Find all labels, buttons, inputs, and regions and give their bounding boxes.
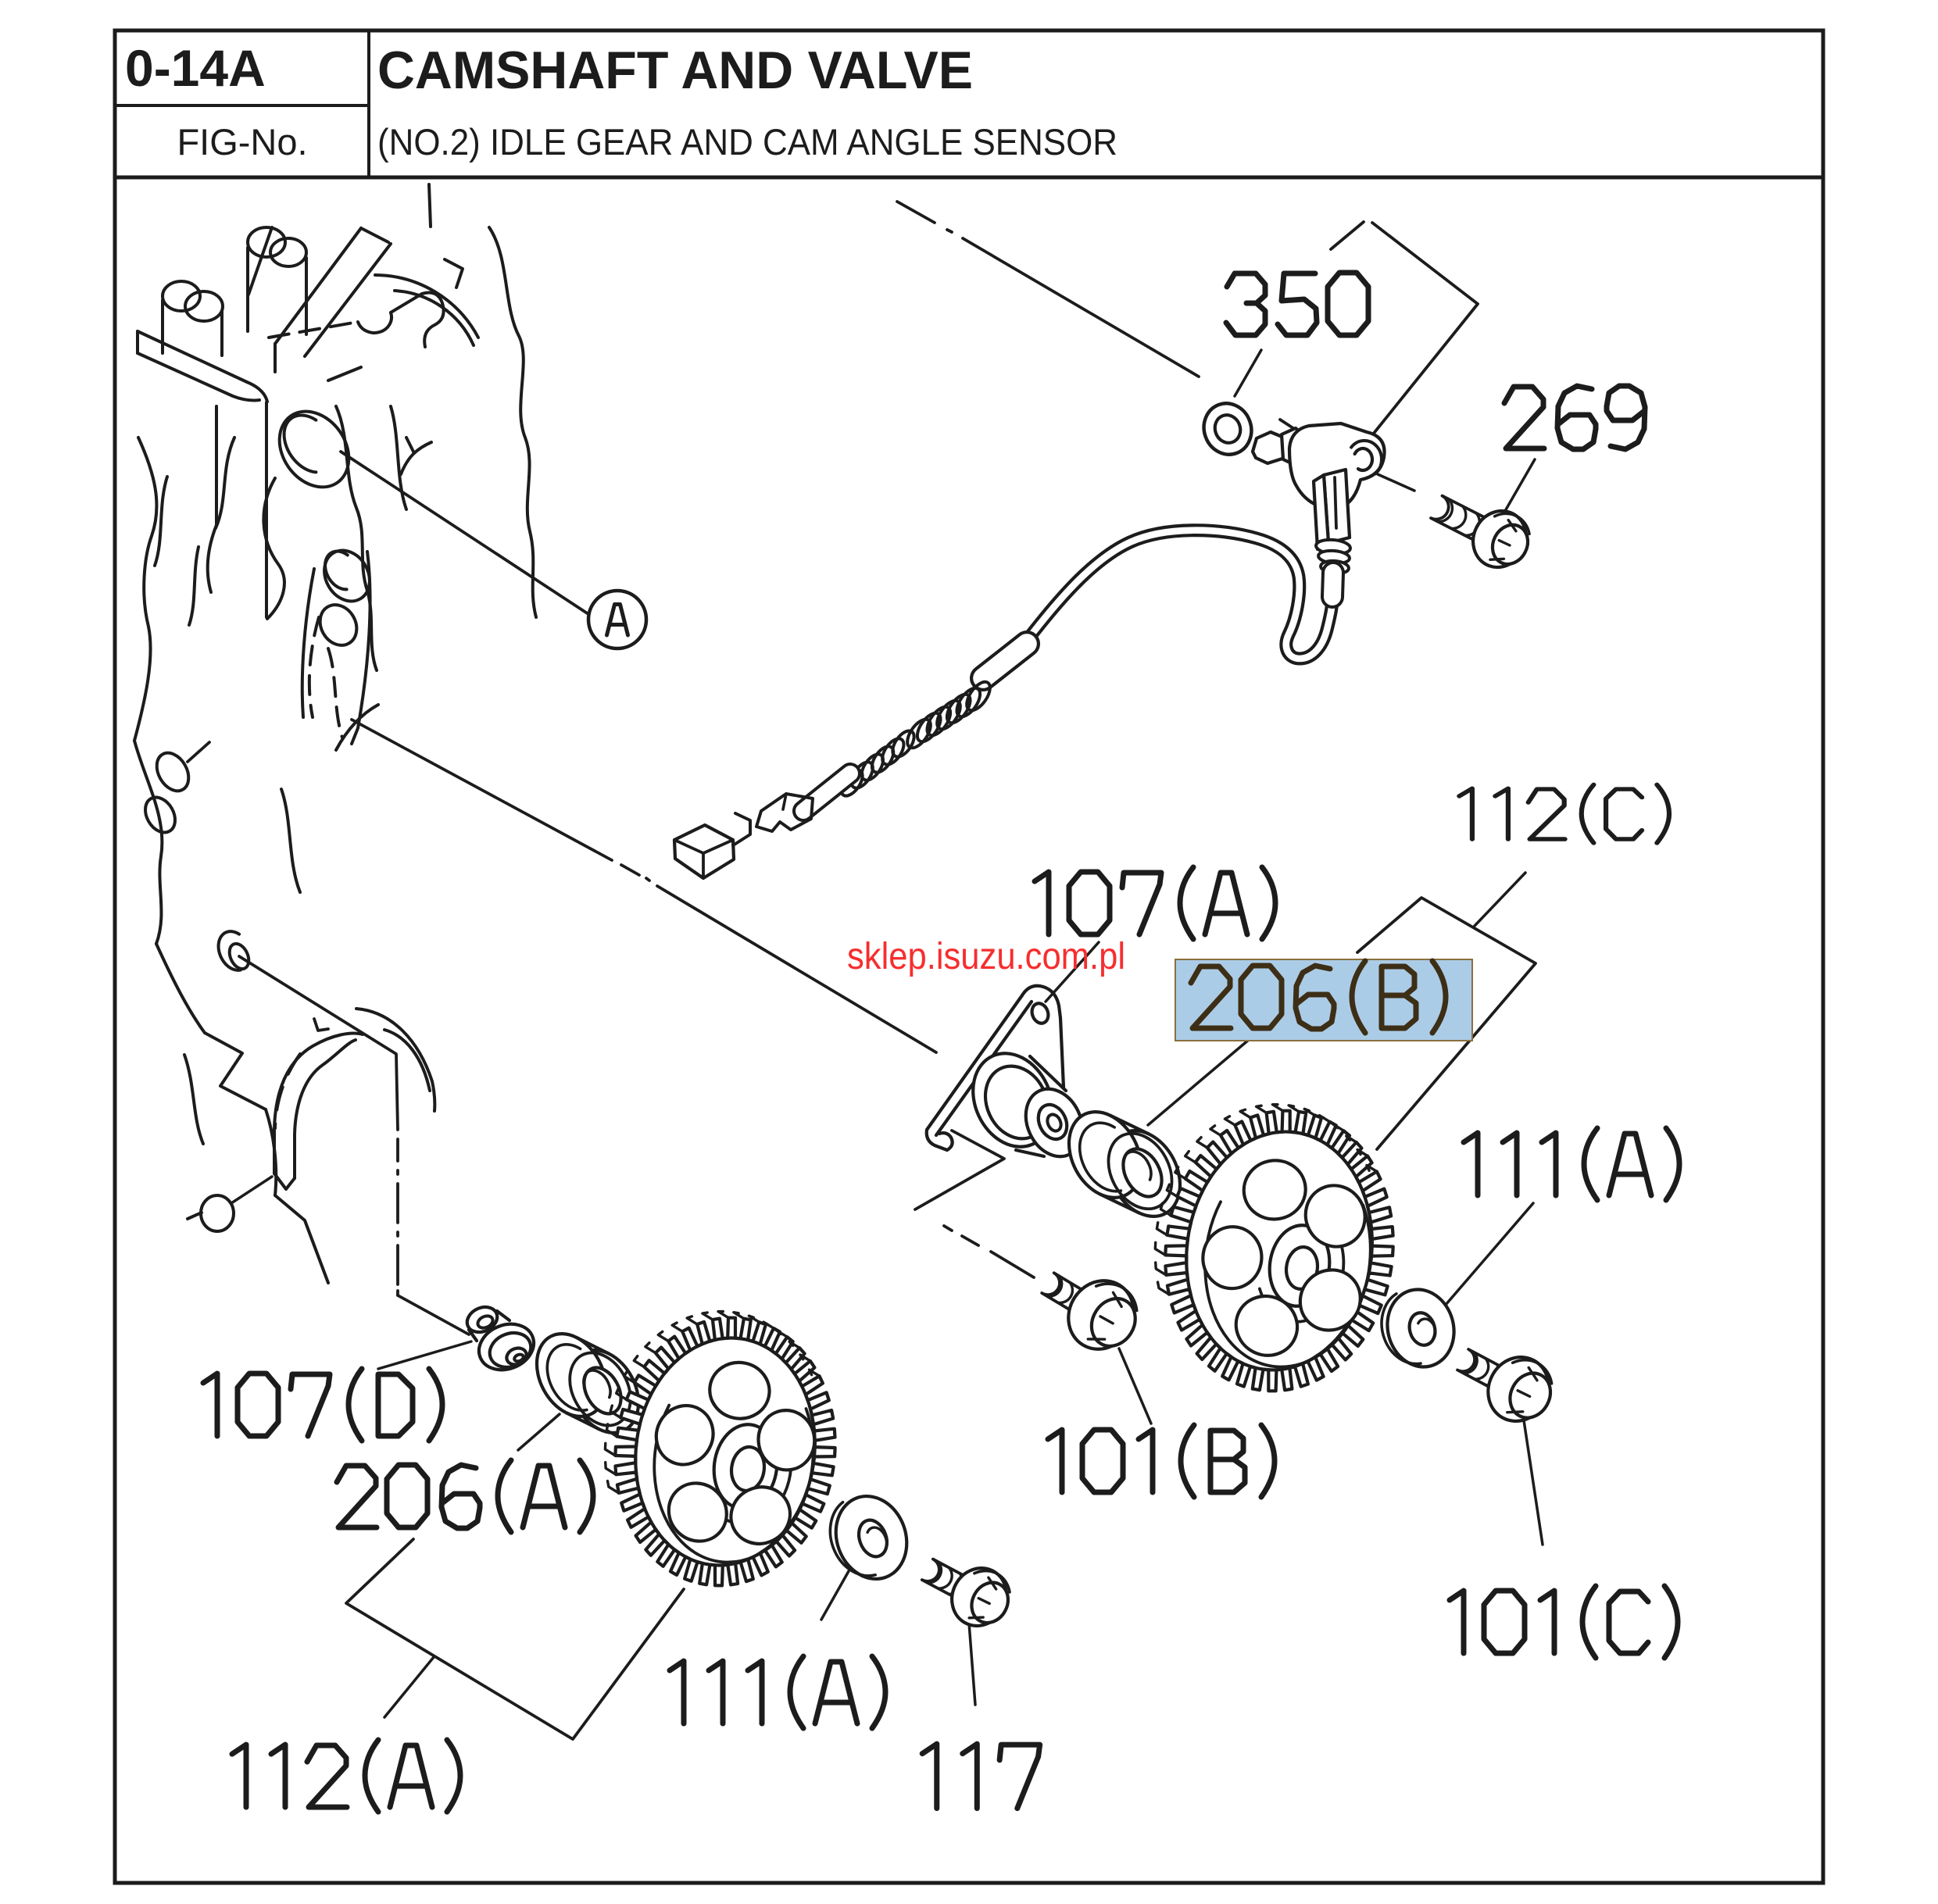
svg-text:sklep.isuzu.com.pl: sklep.isuzu.com.pl [847, 936, 1125, 977]
svg-text:FIG-No.: FIG-No. [177, 121, 307, 163]
svg-text:0-14A: 0-14A [125, 39, 266, 97]
svg-text:CAMSHAFT AND VALVE: CAMSHAFT AND VALVE [377, 41, 973, 100]
svg-text:(NO.2) IDLE GEAR AND CAM ANGLE: (NO.2) IDLE GEAR AND CAM ANGLE SENSOR [377, 121, 1117, 163]
